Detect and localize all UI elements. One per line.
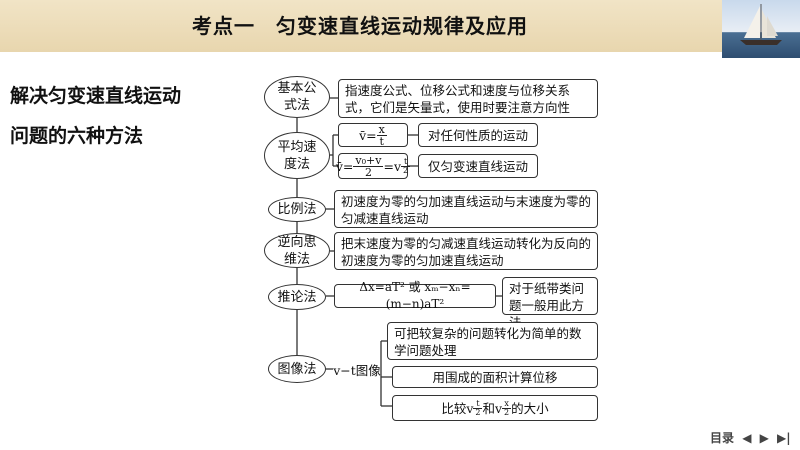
method-average-label1: 平均速 <box>277 139 317 155</box>
subscript-numerator: t <box>401 157 411 167</box>
page-title: 考点一 匀变速直线运动规律及应用 <box>192 14 528 38</box>
play-icon[interactable]: ▶ <box>759 431 769 445</box>
sailboat-icon <box>740 4 782 45</box>
fraction-denominator: t <box>379 134 384 148</box>
fraction-numerator: v₀+v <box>353 153 384 167</box>
method-ratio-description: 初速度为零的匀加速直线运动与末速度为零的匀减速直线运动 <box>334 190 598 228</box>
section-heading-line1: 解决匀变速直线运动 <box>10 85 182 107</box>
fraction-denominator: 2 <box>364 165 372 179</box>
method-graph: 图像法 <box>268 355 326 383</box>
section-heading: 解决匀变速直线运动 问题的六种方法 <box>10 76 250 156</box>
formula-average-uniform-scope: 仅匀变速直线运动 <box>418 154 538 178</box>
compare-subscript-a: t 2 <box>473 399 483 417</box>
header-bar: 考点一 匀变速直线运动规律及应用 <box>0 0 800 58</box>
next-slide-icon[interactable]: ▶| <box>777 431 791 445</box>
method-inference: 推论法 <box>268 284 326 310</box>
method-basic-label1: 基本公 <box>277 81 317 96</box>
formula-average-uniform-subscript: t 2 <box>401 157 411 175</box>
compare-middle: 和v <box>482 400 503 416</box>
subscript-numerator: t <box>473 399 483 409</box>
subscript-denominator: 2 <box>403 165 409 175</box>
subscript-denominator: 2 <box>475 407 481 417</box>
fraction-numerator: x <box>376 122 387 136</box>
method-reverse-label1: 逆向思 <box>277 234 317 250</box>
sailboat-photo <box>722 0 800 58</box>
formula-average-general-fraction: x t <box>376 122 387 148</box>
formula-average-uniform: v̄= v₀+v 2 =v t 2 <box>335 153 411 179</box>
method-reverse-thinking: 逆向思 维法 <box>264 233 330 268</box>
formula-inference: Δx=aT² 或 xₘ−xₙ=(m−n)aT² <box>334 280 496 311</box>
formula-average-uniform-eq: =v <box>383 158 402 174</box>
formula-average-uniform-lhs: v̄= <box>335 158 354 174</box>
method-average-velocity: 平均速 度法 <box>264 132 330 179</box>
formula-average-general-lhs: v̄= <box>359 127 377 143</box>
graph-item-compare: 比较v t 2 和v x 2 的大小 <box>392 395 598 421</box>
method-average-label2: 度法 <box>283 156 310 172</box>
graph-item-area: 用围成的面积计算位移 <box>392 366 598 388</box>
method-basic-label2: 式法 <box>283 98 310 113</box>
method-basic-formula: 基本公 式法 <box>264 76 330 118</box>
method-ratio: 比例法 <box>268 197 326 222</box>
formula-average-general-scope: 对任何性质的运动 <box>418 123 538 147</box>
compare-suffix: 的大小 <box>511 400 549 416</box>
prev-slide-icon[interactable]: ◀ <box>742 431 752 445</box>
formula-average-general: v̄= x t <box>338 123 408 147</box>
graph-item-simplify: 可把较复杂的问题转化为简单的数学问题处理 <box>387 322 598 360</box>
method-basic-description: 指速度公式、位移公式和速度与位移关系式，它们是矢量式，使用时要注意方向性 <box>338 79 598 118</box>
compare-prefix: 比较v <box>441 400 474 416</box>
method-reverse-description: 把末速度为零的匀减速直线运动转化为反向的初速度为零的匀加速直线运动 <box>334 232 598 270</box>
subscript-denominator: 2 <box>504 407 510 417</box>
slide-navigation: 目录 ◀ ▶ ▶| <box>710 429 795 446</box>
graph-vt-label: v−t图像 <box>333 362 381 378</box>
formula-average-uniform-fraction: v₀+v 2 <box>353 153 384 179</box>
compare-subscript-b: x 2 <box>502 399 512 417</box>
subscript-numerator: x <box>502 399 512 409</box>
toc-link[interactable]: 目录 <box>710 431 735 445</box>
section-heading-line2: 问题的六种方法 <box>10 125 144 147</box>
method-inference-description: 对于纸带类问题一般用此方法 <box>502 277 598 330</box>
method-reverse-label2: 维法 <box>283 251 310 267</box>
